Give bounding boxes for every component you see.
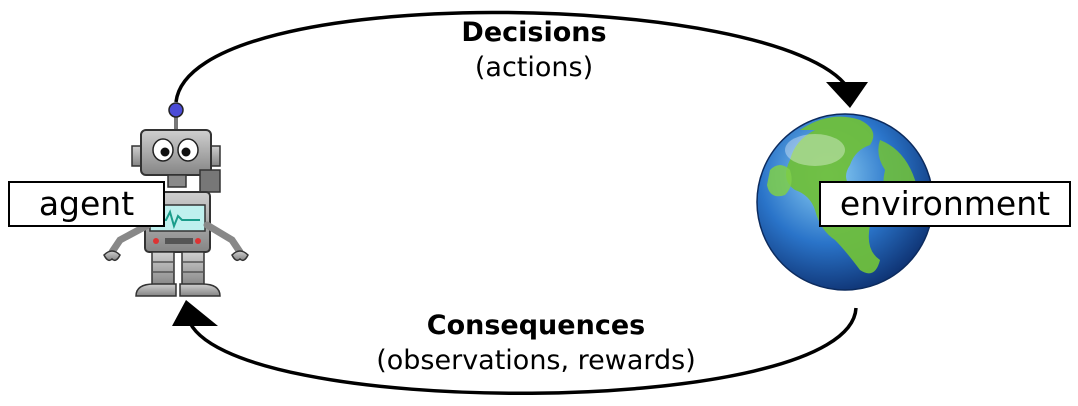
consequences-subtitle: (observations, rewards) [376, 345, 696, 376]
decisions-title: Decisions [461, 17, 607, 48]
consequences-caption: Consequences (observations, rewards) [336, 309, 736, 379]
decisions-arrow [174, 10, 850, 103]
decisions-arrowhead [826, 82, 868, 108]
decisions-caption: Decisions (actions) [384, 16, 684, 86]
environment-label: environment [819, 181, 1071, 227]
consequences-arrow [186, 307, 858, 395]
consequences-arrowhead [172, 300, 218, 326]
decisions-subtitle: (actions) [474, 52, 594, 83]
consequences-title: Consequences [426, 310, 646, 341]
agent-label: agent [8, 181, 165, 227]
